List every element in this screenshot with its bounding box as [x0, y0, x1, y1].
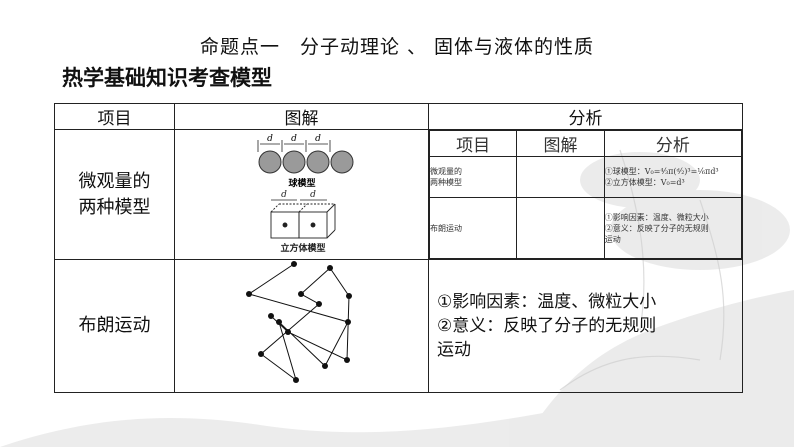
inner-analysis-line: ②立方体模型：V₀=d³: [604, 178, 685, 188]
inner-row-analysis-2: ①影响因素：温度、微粒大小 ②意义：反映了分子的无规则 运动: [603, 197, 743, 259]
ball-model-label: 球模型: [288, 177, 315, 189]
cube-model-figure: d d 立方体模型: [270, 190, 336, 254]
item-line-1: 微观量的: [78, 170, 151, 192]
models-diagram-cell: d d d 球模型 d d: [174, 129, 429, 260]
inner-header-diagram: 图解: [516, 130, 605, 157]
brownian-motion-path: [246, 261, 352, 383]
svg-text:d: d: [281, 190, 287, 200]
table-header-row: 项目 图解 分析: [54, 103, 743, 130]
page-heading: 命题点一 分子动理论 、 固体与液体的性质: [199, 36, 595, 58]
inner-header-analysis: 分析: [603, 130, 743, 157]
ball-model-figure: d d d 球模型: [257, 134, 354, 189]
knowledge-model-table: 项目 图解 分析 微观量的 两种模型 d d d: [54, 103, 743, 393]
inner-analysis-line: ②意义：反映了分子的无规则: [604, 223, 709, 233]
inner-header-row: 项目 图解 分析: [428, 130, 743, 157]
inner-row-diagram-2: [516, 197, 605, 259]
inner-row-analysis-1: ①球模型：V₀=⁴⁄₃π(ᵈ⁄₂)³=¹⁄₆πd³ ②立方体模型：V₀=d³: [603, 155, 743, 199]
inner-header-item: 项目: [428, 130, 518, 157]
svg-text:d: d: [291, 134, 297, 144]
row-item-brownian: 布朗运动: [54, 259, 175, 393]
models-diagram: d d d 球模型 d d: [257, 134, 354, 254]
row-item-micro-models: 微观量的 两种模型: [54, 129, 175, 260]
inner-row-item-2: 布朗运动: [428, 197, 518, 259]
section-subheading: 热学基础知识考查模型: [62, 66, 272, 90]
header-analysis: 分析: [428, 103, 743, 130]
inner-analysis-line: ①影响因素：温度、微粒大小: [604, 212, 709, 222]
header-item: 项目: [54, 103, 175, 130]
inner-table: 项目 图解 分析 微观量的两种模型 ①球模型：V₀=⁴⁄₃π(ᵈ⁄₂)³=¹⁄₆…: [428, 130, 743, 259]
item-line-2: 两种模型: [78, 196, 151, 218]
brownian-analysis-cell: ①影响因素：温度、微粒大小 ②意义：反映了分子的无规则 运动: [428, 259, 743, 393]
analysis-line-meaning-cont: 运动: [437, 340, 471, 360]
inner-row-diagram-1: [516, 155, 605, 199]
svg-text:d: d: [310, 190, 316, 200]
cube-model-label: 立方体模型: [280, 242, 325, 254]
analysis-line-meaning: ②意义：反映了分子的无规则: [437, 316, 657, 336]
inner-analysis-line: 运动: [604, 234, 621, 244]
svg-text:d: d: [315, 134, 321, 144]
header-diagram: 图解: [174, 103, 429, 130]
brownian-diagram-cell: [174, 259, 429, 393]
inner-row-item-1: 微观量的两种模型: [428, 155, 518, 199]
inner-table-row: 布朗运动 ①影响因素：温度、微粒大小 ②意义：反映了分子的无规则 运动: [428, 197, 743, 259]
table-row: 布朗运动: [54, 259, 743, 393]
analysis-cell-inner-table: 项目 图解 分析 微观量的两种模型 ①球模型：V₀=⁴⁄₃π(ᵈ⁄₂)³=¹⁄₆…: [428, 129, 743, 260]
inner-table-row: 微观量的两种模型 ①球模型：V₀=⁴⁄₃π(ᵈ⁄₂)³=¹⁄₆πd³ ②立方体模…: [428, 155, 743, 199]
analysis-line-factors: ①影响因素：温度、微粒大小: [437, 292, 657, 312]
table-row: 微观量的 两种模型 d d d: [54, 129, 743, 260]
svg-text:d: d: [267, 134, 273, 144]
inner-analysis-line: ①球模型：V₀=⁴⁄₃π(ᵈ⁄₂)³=¹⁄₆πd³: [604, 167, 719, 177]
